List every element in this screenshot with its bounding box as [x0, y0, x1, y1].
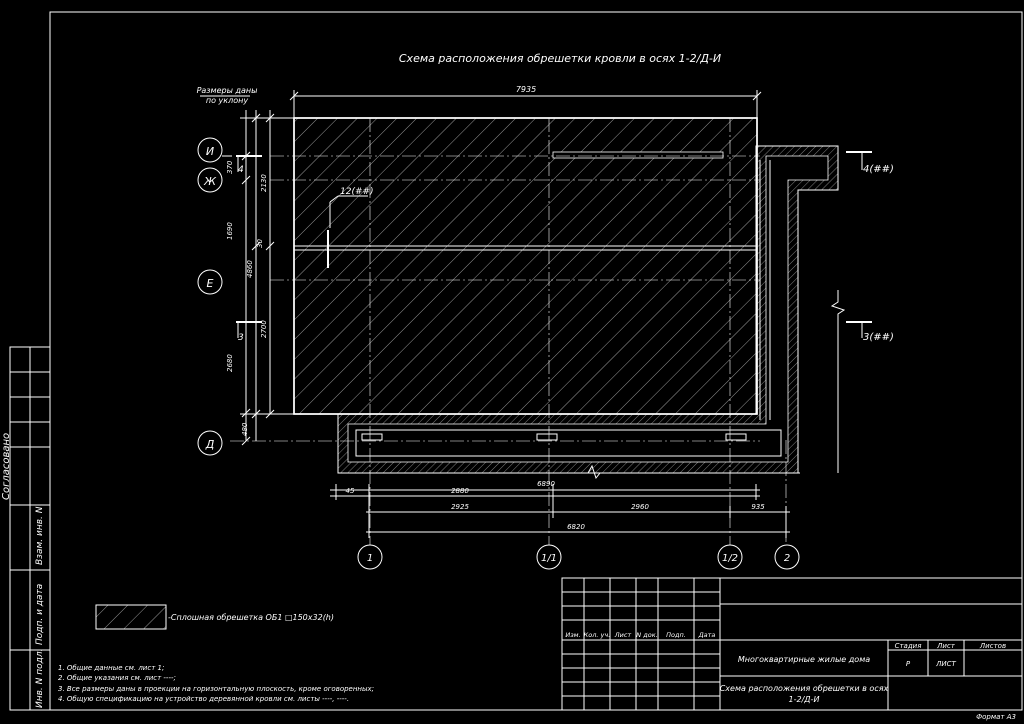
svg-text:Листов: Листов: [979, 642, 1006, 650]
sheet-title-1: Схема расположения обрешетки в осях: [720, 684, 889, 693]
svg-text:4: 4: [238, 165, 244, 175]
left-dimensions: 370 2130 1690 30 4860 2700 2680 480: [226, 110, 294, 446]
axis-1: 1: [367, 553, 373, 564]
svg-text:4860: 4860: [246, 260, 254, 278]
svg-text:4. Общую спецификацию на устр: 4. Общую спецификацию на устройство дере…: [58, 695, 349, 703]
svg-text:480: 480: [241, 422, 249, 436]
svg-text:7935: 7935: [516, 85, 536, 94]
sheet-title-2: 1-2/Д-И: [789, 695, 820, 704]
svg-text:ЛИСТ: ЛИСТ: [935, 660, 956, 668]
slope-note-2: по уклону: [206, 96, 248, 105]
axis-2: 2: [784, 553, 790, 564]
svg-text:2. Общие указания см. лист --: 2. Общие указания см. лист ----;: [58, 674, 176, 682]
svg-text:Лист: Лист: [936, 642, 956, 650]
axis-Zh: Ж: [203, 175, 217, 188]
slope-note-1: Размеры даны: [197, 86, 258, 95]
svg-text:3. Все размеры даны в проекци: 3. Все размеры даны в проекции на горизо…: [58, 685, 374, 693]
svg-text:2960: 2960: [631, 503, 649, 511]
svg-text:Р: Р: [906, 660, 911, 668]
svg-text:3(##): 3(##): [863, 332, 894, 343]
svg-text:2130: 2130: [260, 174, 268, 192]
svg-text:45: 45: [346, 487, 355, 495]
svg-text:Дата: Дата: [698, 631, 716, 639]
format-label: Формат А3: [976, 713, 1016, 721]
svg-text:2700: 2700: [260, 320, 268, 338]
svg-text:30: 30: [256, 239, 264, 248]
svg-text:12(##): 12(##): [340, 187, 374, 197]
stamp-replace: Взам. инв. N: [35, 506, 45, 565]
svg-text:Лист: Лист: [614, 631, 632, 639]
svg-text:2925: 2925: [451, 503, 469, 511]
axis-1-2: 1/2: [722, 553, 738, 564]
top-dimension: 7935: [289, 85, 762, 118]
svg-text:6820: 6820: [567, 523, 585, 531]
drawing-title: Схема расположения обрешетки кровли в ос…: [399, 52, 721, 65]
bottom-axes: 1 1/1 1/2 2: [357, 544, 800, 570]
axis-grid: [230, 118, 787, 545]
svg-text:2680: 2680: [226, 354, 234, 372]
axis-D: Д: [205, 438, 215, 451]
section-marks: 4 3 4(##) 3(##) 12(##): [236, 151, 894, 343]
svg-text:4(##): 4(##): [863, 164, 894, 175]
project-name: Многоквартирные жилые дома: [738, 655, 870, 664]
svg-text:Изм.: Изм.: [565, 631, 580, 639]
stamp-sign-date: Подп. и дата: [35, 584, 45, 645]
svg-text:Стадия: Стадия: [895, 642, 922, 650]
axis-1-1: 1/1: [541, 553, 557, 564]
svg-text:3: 3: [238, 333, 244, 343]
svg-text:1. Общие данные см. лист 1;: 1. Общие данные см. лист 1;: [58, 664, 164, 672]
svg-text:6890: 6890: [537, 480, 555, 488]
left-axes: И Ж Е Д: [197, 137, 232, 456]
svg-text:2880: 2880: [451, 487, 469, 495]
stamp-agreed: Согласовано: [1, 433, 12, 500]
stamp-inv: Инв. N подл.: [35, 649, 45, 708]
svg-text:N док.: N док.: [636, 631, 657, 639]
title-block: Изм. Кол. уч. Лист N док. Подп. Дата Мно…: [561, 577, 1023, 711]
legend-text: -Сплошная обрешетка ОБ1 □150х32(h): [168, 613, 334, 622]
axis-E: Е: [207, 277, 214, 290]
axis-I: И: [206, 145, 214, 158]
svg-text:Кол. уч.: Кол. уч.: [584, 631, 611, 639]
svg-text:1690: 1690: [226, 222, 234, 240]
svg-text:935: 935: [751, 503, 765, 511]
svg-text:370: 370: [226, 160, 234, 174]
legend: -Сплошная обрешетка ОБ1 □150х32(h): [95, 604, 334, 630]
notes: 1. Общие данные см. лист 1; 2. Общие ука…: [58, 664, 374, 703]
side-stamp: Согласовано Взам. инв. N Подп. и дата Ин…: [1, 346, 51, 711]
roof-lathing-panel: [293, 117, 758, 415]
building-outline: [337, 145, 846, 480]
svg-text:Подп.: Подп.: [666, 631, 686, 639]
bottom-dimensions: 45 2880 6890 2925 2960 935 6820: [330, 480, 790, 538]
